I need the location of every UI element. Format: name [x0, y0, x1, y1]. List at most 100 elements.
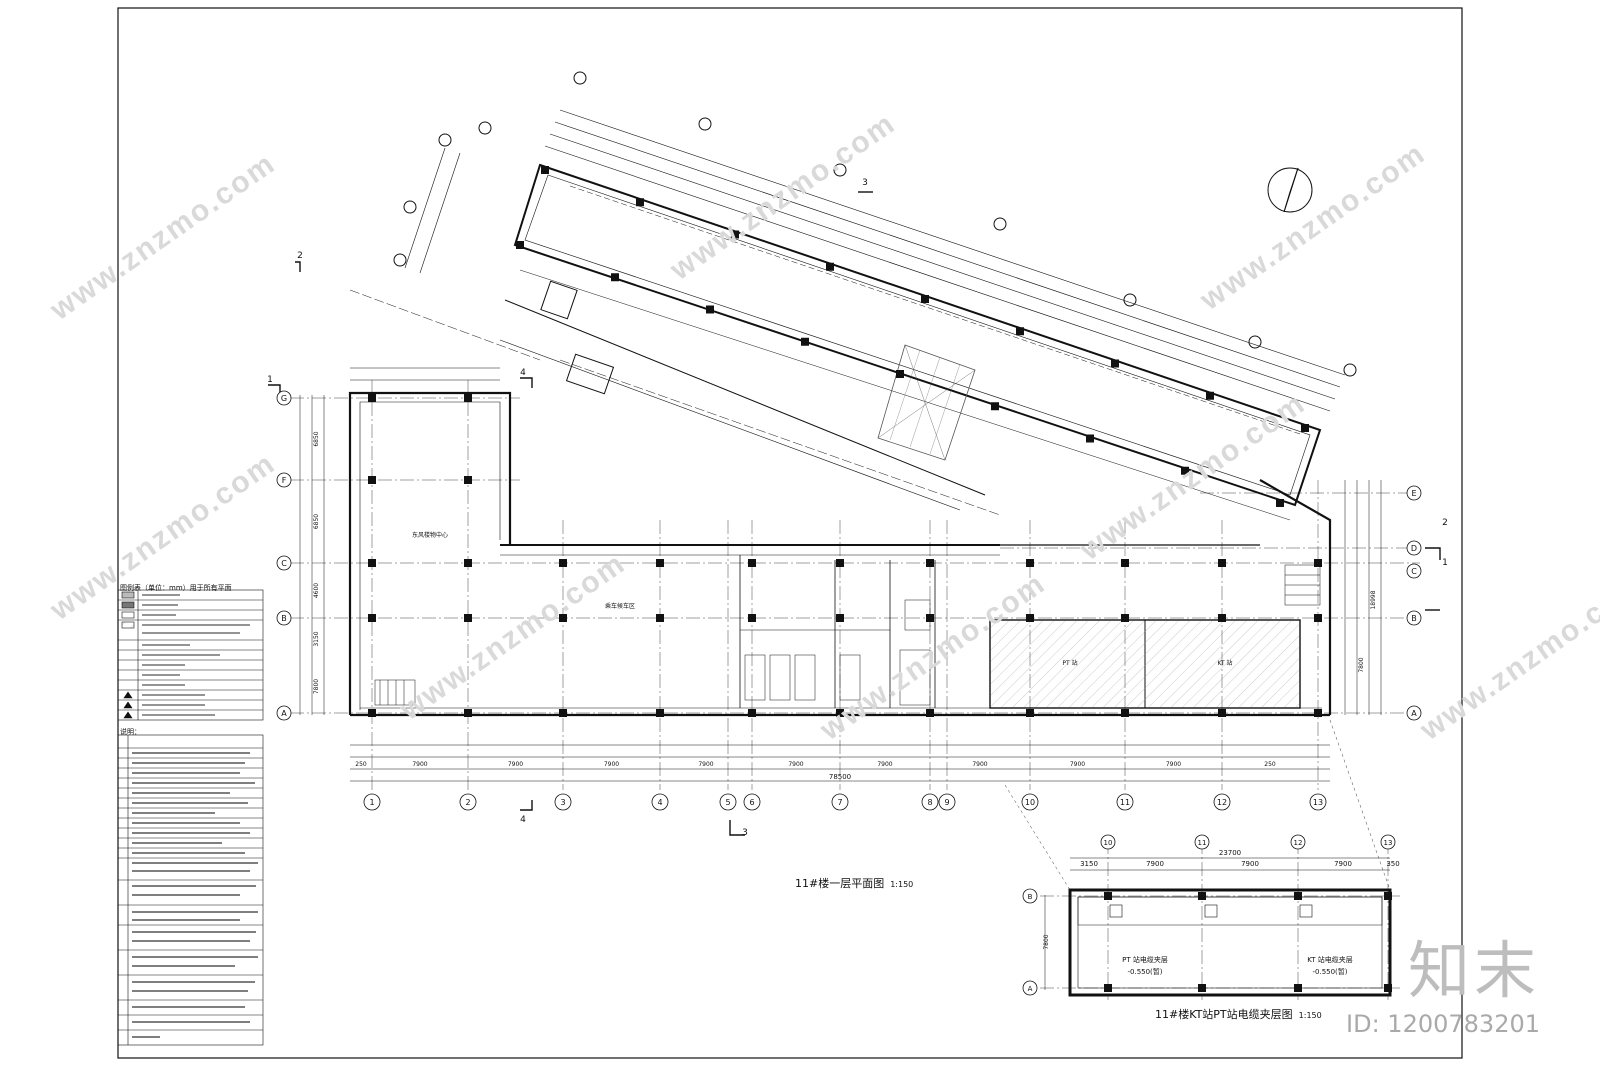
- column: [748, 709, 756, 717]
- grid-number: 13: [1313, 798, 1323, 807]
- column: [926, 709, 934, 717]
- overall-dimension: 78500: [829, 773, 851, 781]
- dimension-text: 6850: [313, 514, 320, 529]
- mezzanine-columns: [1104, 892, 1392, 992]
- cable-mezzanine-plan: [1004, 719, 1400, 1000]
- column: [464, 709, 472, 717]
- grid-bubble: [1406, 540, 1422, 556]
- dimension-text: 7800: [313, 679, 320, 694]
- grid-letter: A: [1411, 709, 1417, 718]
- grid-bubble: [831, 793, 849, 811]
- grid-bubble: [554, 793, 572, 811]
- grid-number: 13: [1384, 839, 1393, 847]
- column: [516, 241, 524, 249]
- column: [464, 559, 472, 567]
- grid-letter: B: [1028, 893, 1033, 901]
- column: [656, 709, 664, 717]
- grid-bubble: [276, 555, 292, 571]
- grid-bubble: [743, 793, 761, 811]
- grid-bubble: [276, 705, 292, 721]
- grid-number: 5: [725, 798, 730, 807]
- grid-bubble: [1290, 834, 1306, 850]
- dimension-text: 250: [355, 761, 367, 768]
- section-mark: 3: [862, 178, 868, 188]
- grid-number: 12: [1217, 798, 1227, 807]
- grid-bubble: [921, 793, 939, 811]
- column: [559, 614, 567, 622]
- legend-table: [117, 589, 264, 721]
- column: [464, 476, 472, 484]
- column: [1121, 559, 1129, 567]
- level-label: -0.550(暂): [1312, 967, 1347, 976]
- column: [1111, 359, 1119, 368]
- bottom-dimension-lines: [350, 744, 1330, 782]
- column: [836, 709, 844, 717]
- horizontal-grid-lines: [290, 397, 1420, 714]
- section-cut-marks: [268, 191, 1441, 836]
- sheet-border: [117, 7, 1463, 1059]
- grid-bubble: [1116, 793, 1134, 811]
- main-floor-walls: [348, 391, 1332, 717]
- dimension-text: 7900: [1166, 761, 1181, 768]
- column: [368, 476, 376, 484]
- grid-letter: B: [281, 614, 287, 623]
- grid-bubble: [1021, 793, 1039, 811]
- section-mark: 3: [742, 828, 748, 838]
- image-id: ID: 1200783201: [1346, 1010, 1540, 1038]
- grid-bubble: [1406, 563, 1422, 579]
- dimension-text: 3150: [1080, 860, 1098, 868]
- grid-bubble: [1309, 793, 1327, 811]
- column: [706, 305, 714, 314]
- section-mark: 2: [297, 251, 303, 261]
- column: [464, 614, 472, 622]
- column: [896, 370, 904, 378]
- column: [656, 559, 664, 567]
- grid-bubble: [1380, 834, 1396, 850]
- notes-text-lines: [132, 752, 258, 1038]
- main-stairs: [374, 564, 1321, 706]
- section-mark: 4: [520, 815, 526, 825]
- dimension-text: 7900: [1070, 761, 1085, 768]
- grid-number: 10: [1104, 839, 1113, 847]
- grid-bubble: [651, 793, 669, 811]
- grid-letter: A: [281, 709, 287, 718]
- grid-number: 11: [1198, 839, 1207, 847]
- column: [748, 614, 756, 622]
- column: [464, 394, 472, 402]
- dimension-text: 7900: [1146, 860, 1164, 868]
- ptkt-hatch: [991, 621, 1299, 707]
- dimension-text: 18998: [1370, 590, 1377, 609]
- dimension-text: 7900: [972, 761, 987, 768]
- grid-letter: F: [282, 476, 287, 485]
- grid-bubble: [1406, 705, 1422, 721]
- column: [1026, 709, 1034, 717]
- dimension-text: 7900: [877, 761, 892, 768]
- grid-letter: A: [1028, 985, 1033, 993]
- room-label: PT 站电缆夹层: [1122, 955, 1168, 964]
- dimension-text: 7800: [1043, 934, 1050, 949]
- room-label: 东风楼物中心: [412, 531, 448, 539]
- grid-letter: B: [1411, 614, 1417, 623]
- column: [1026, 614, 1034, 622]
- column: [1206, 391, 1214, 400]
- room-label: 乘车候车区: [605, 602, 635, 610]
- grid-number: 2: [465, 798, 470, 807]
- grid-bubble: [276, 610, 292, 626]
- rotated-wing: [349, 71, 1357, 521]
- grid-bubble: [1100, 834, 1116, 850]
- grid-number: 8: [927, 798, 932, 807]
- grid-number: 3: [560, 798, 565, 807]
- column: [826, 262, 834, 271]
- plan-scale: 1:150: [890, 880, 914, 889]
- column: [1121, 709, 1129, 717]
- grid-letter: G: [281, 394, 287, 403]
- column: [1314, 709, 1322, 717]
- column: [1026, 559, 1034, 567]
- grid-bubble: [938, 793, 956, 811]
- north-arrow-icon: [1267, 167, 1313, 213]
- dimension-text: 3150: [313, 631, 320, 646]
